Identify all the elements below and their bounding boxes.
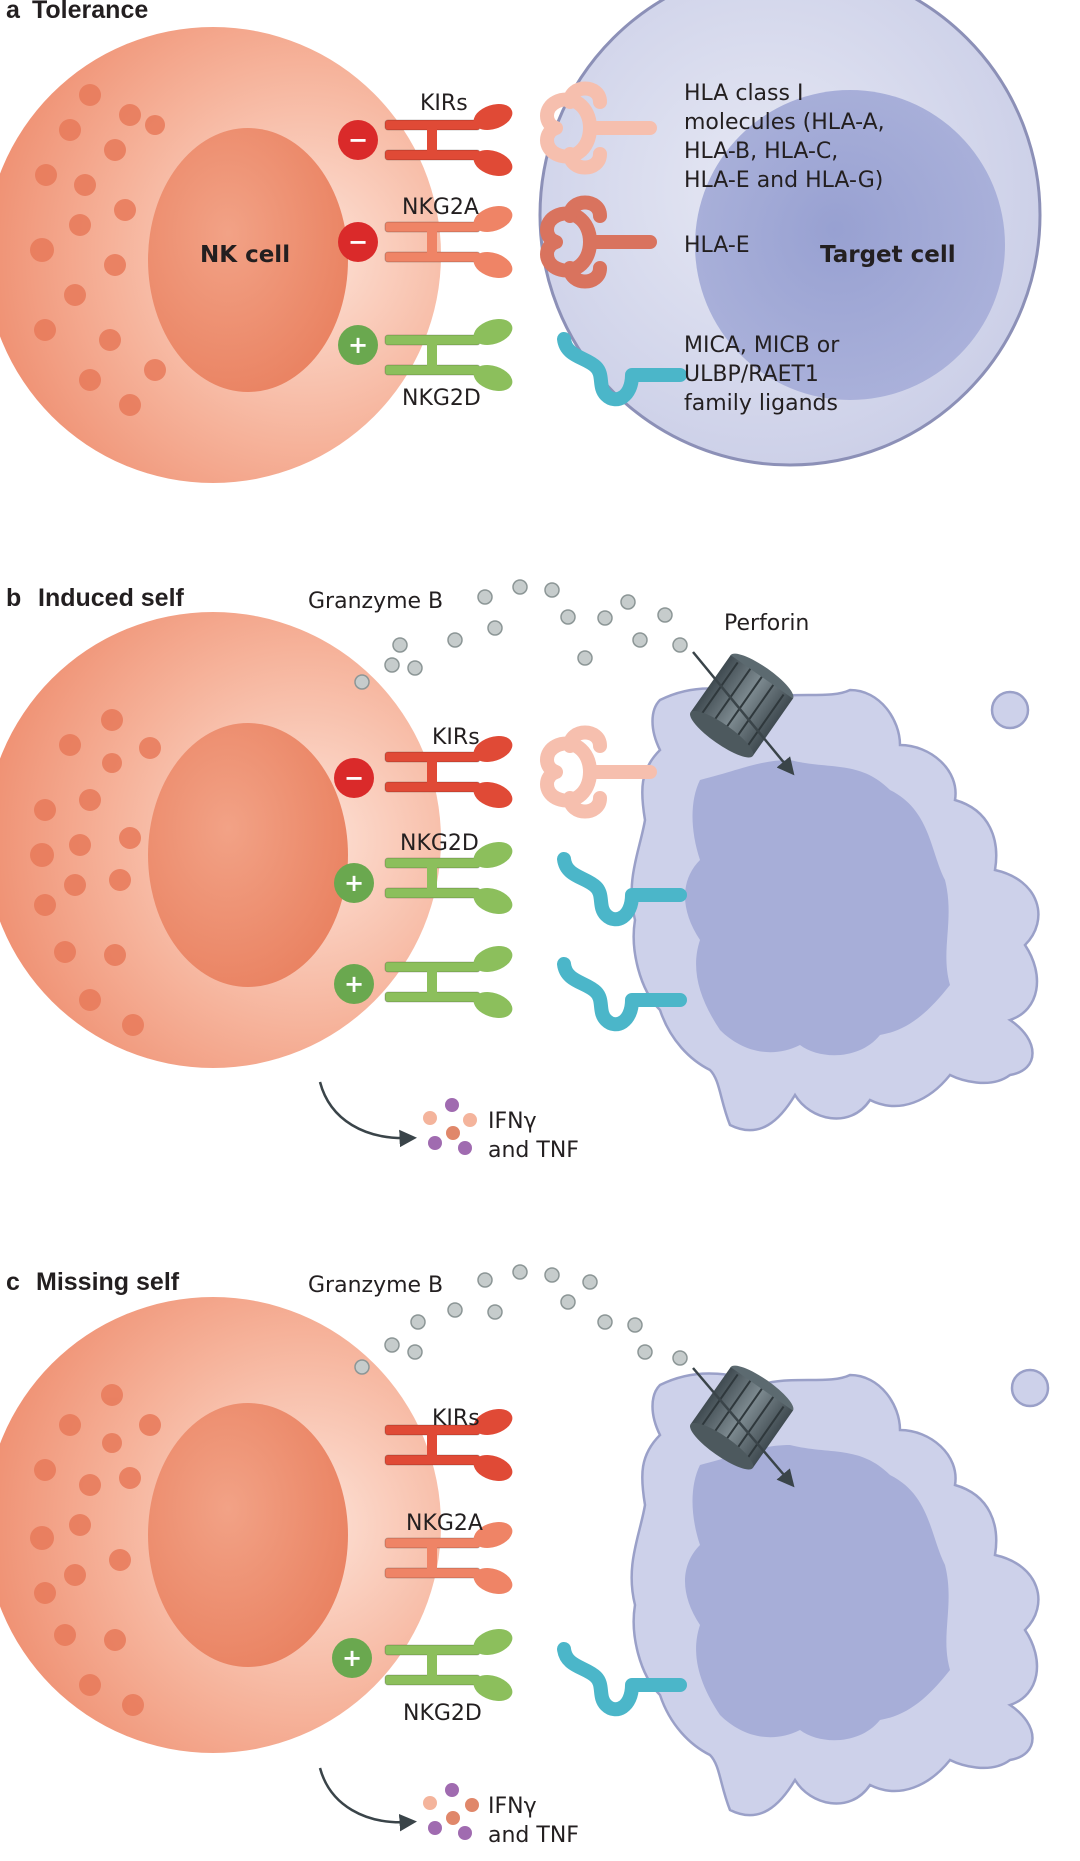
svg-text:family ligands: family ligands — [684, 391, 838, 416]
granzyme-granules-c — [354, 1264, 688, 1375]
panel-b-letter: b — [6, 584, 21, 612]
nk-granules-b — [30, 709, 161, 1036]
plus-icon: + — [344, 869, 364, 897]
panel-a-letter: a — [6, 0, 21, 24]
granzyme-label-b: Granzyme B — [308, 589, 443, 614]
plus-icon: + — [348, 331, 368, 359]
cytokine-label-b-1: IFNγ — [488, 1109, 537, 1134]
cytokine-arrow-c — [318, 1767, 417, 1832]
nk-nucleus-c — [148, 1403, 348, 1667]
nk-granules-a — [30, 84, 166, 416]
panel-c-title: Missing self — [36, 1268, 180, 1296]
nkg2d-label-b: NKG2D — [400, 831, 479, 856]
perforin-label-b: Perforin — [724, 611, 809, 636]
target-nucleus-a — [695, 90, 1005, 400]
activating-sign-nkg2d-c — [332, 1638, 372, 1678]
cytokine-label-b-2: and TNF — [488, 1138, 579, 1163]
plus-icon: + — [344, 970, 364, 998]
nkg2d-label-c: NKG2D — [403, 1701, 482, 1726]
target-bleb-b — [990, 690, 1030, 730]
svg-text:molecules (HLA-A,: molecules (HLA-A, — [684, 110, 885, 135]
panel-c-letter: c — [6, 1268, 20, 1296]
nkg2a-label-c: NKG2A — [406, 1511, 483, 1536]
perforin-arrow-b — [692, 651, 795, 776]
kir-label-c: KIRs — [432, 1406, 480, 1431]
kir-label-a: KIRs — [420, 91, 468, 116]
cytokine-granules-c — [423, 1783, 479, 1840]
activating-sign-nkg2d-b-1 — [334, 863, 374, 903]
nk-nucleus-b — [148, 723, 348, 987]
panel-b: b Induced self Granzyme B Perforin — [0, 579, 1040, 1163]
panel-c: c Missing self Granzyme B — [0, 1264, 1050, 1848]
perforin-arrow-c — [692, 1367, 795, 1488]
cytokine-label-c-1: IFNγ — [488, 1794, 537, 1819]
nk-cell-label: NK cell — [200, 242, 290, 268]
activating-sign-nkg2d-b-2 — [334, 964, 374, 1004]
nk-nucleus-a — [148, 128, 348, 392]
activating-sign-nkg2d-a — [338, 325, 378, 365]
target-bleb-c — [1010, 1368, 1050, 1408]
cytokine-arrow-b — [318, 1081, 417, 1148]
nkg2a-label-a: NKG2A — [402, 195, 479, 220]
inhibitory-sign-nkg2a-a — [338, 222, 378, 262]
nk-granules-c — [30, 1384, 161, 1716]
svg-text:HLA class I: HLA class I — [684, 81, 803, 106]
granzyme-granules-b — [354, 579, 688, 690]
perforin-pore-c — [689, 1365, 794, 1470]
minus-icon: − — [348, 228, 368, 256]
svg-text:ULBP/RAET1: ULBP/RAET1 — [684, 362, 819, 387]
panel-b-title: Induced self — [38, 584, 185, 612]
svg-text:MICA, MICB or: MICA, MICB or — [684, 333, 840, 358]
minus-icon: − — [344, 764, 364, 792]
hla-e-label: HLA-E — [684, 233, 750, 258]
granzyme-label-c: Granzyme B — [308, 1273, 443, 1298]
hla-class-i-label: HLA class I molecules (HLA-A, HLA-B, HLA… — [684, 81, 885, 193]
minus-icon: − — [348, 126, 368, 154]
inhibitory-sign-kir-b — [334, 758, 374, 798]
hla-class-i-ligand-b — [547, 733, 650, 812]
cytokine-label-c-2: and TNF — [488, 1823, 579, 1848]
svg-text:HLA-E and HLA-G): HLA-E and HLA-G) — [684, 168, 883, 193]
target-nucleus-c — [685, 1445, 950, 1741]
mic-label: MICA, MICB or ULBP/RAET1 family ligands — [684, 333, 840, 416]
target-cell-label: Target cell — [820, 242, 956, 268]
inhibitory-sign-kir-a — [338, 120, 378, 160]
panel-a: a Tolerance NK cell Target cell − KIRs −… — [0, 0, 1042, 483]
target-nucleus-b — [685, 760, 950, 1056]
cytokine-granules-b — [423, 1098, 477, 1155]
panel-a-title: Tolerance — [32, 0, 148, 24]
svg-text:HLA-B, HLA-C,: HLA-B, HLA-C, — [684, 139, 838, 164]
kir-label-b: KIRs — [432, 725, 480, 750]
nkg2d-label-a: NKG2D — [402, 386, 481, 411]
plus-icon: + — [342, 1644, 362, 1672]
